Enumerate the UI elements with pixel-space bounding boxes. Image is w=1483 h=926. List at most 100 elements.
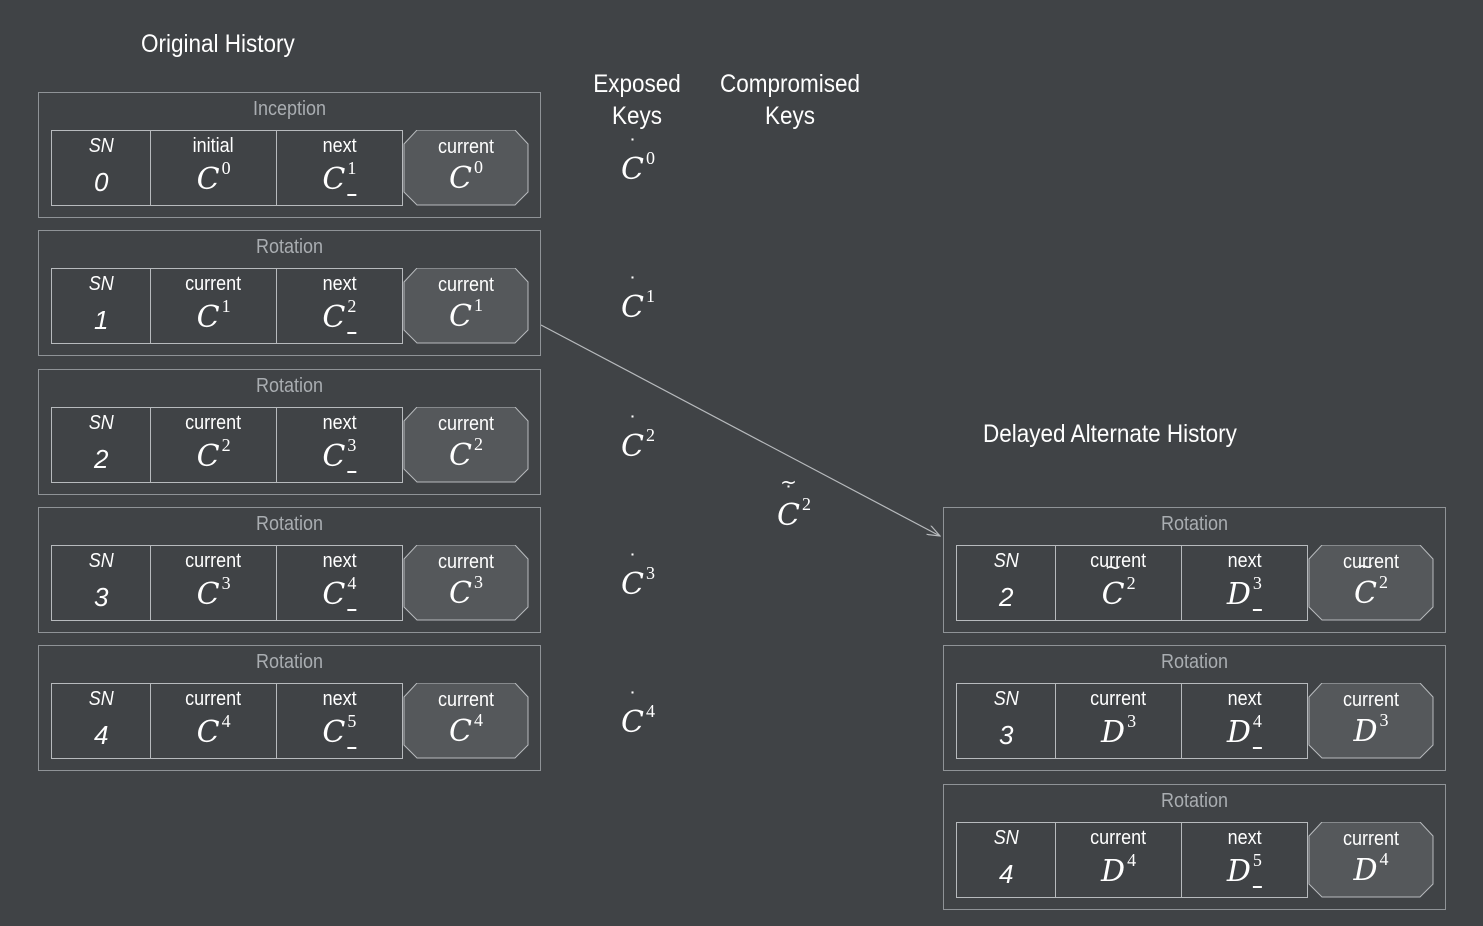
- key-base: C: [322, 715, 345, 750]
- key-base: D: [1353, 853, 1377, 888]
- current-key-label: current: [437, 689, 495, 711]
- signing-key-label: current: [1090, 826, 1147, 849]
- signing-key-label: current: [185, 411, 242, 434]
- key-letter: D: [1353, 714, 1378, 750]
- key-base: ˙C: [621, 550, 644, 602]
- key-base: C: [449, 161, 472, 196]
- next-key-label: next: [1227, 826, 1262, 849]
- key-base: ˙C: [621, 412, 644, 464]
- next-key-label: next: [1227, 550, 1262, 572]
- key-superscript: 4: [1252, 711, 1262, 732]
- key-letter: C: [449, 714, 472, 749]
- key-superscript: 1: [645, 286, 655, 307]
- key-base: C: [322, 439, 345, 474]
- key-base: ~C: [1102, 555, 1125, 612]
- key-superscript: 1: [347, 158, 357, 178]
- sn-label: SN: [88, 688, 114, 710]
- key-superscript: 4: [1379, 848, 1389, 869]
- key-letter: D: [1226, 853, 1251, 889]
- tilde-mark: ~: [1357, 554, 1374, 578]
- exposed-mark: ˙: [627, 549, 638, 574]
- sn-label: SN: [88, 273, 114, 296]
- key-superscript: 2: [1126, 573, 1136, 593]
- tilde-mark: ~: [1104, 555, 1122, 579]
- exposed-mark: ˙: [783, 482, 794, 506]
- key-superscript: 3: [1379, 710, 1389, 731]
- event-type-label: Rotation: [1160, 651, 1229, 674]
- sn-label: SN: [88, 135, 114, 157]
- current-key-label: current: [1342, 689, 1400, 712]
- compromised-keys-header: Compromised Keys: [720, 68, 860, 132]
- event-type-label: Rotation: [1160, 789, 1229, 812]
- signing-key-label: current: [185, 688, 242, 710]
- current-key-label: current: [437, 274, 495, 297]
- key-letter: C: [449, 161, 472, 196]
- key-letter: C: [322, 162, 346, 197]
- key-base: C: [449, 714, 472, 749]
- key-letter: C: [196, 576, 220, 612]
- key-superscript: 2: [1378, 572, 1388, 592]
- sn-value: 0: [93, 167, 109, 197]
- key-base: D: [1101, 854, 1125, 889]
- event-type-label: Rotation: [255, 651, 324, 673]
- key-base: C: [322, 162, 345, 197]
- sn-value: 4: [93, 720, 109, 750]
- event-type-label: Rotation: [255, 236, 324, 259]
- key-letter: D: [1101, 853, 1126, 889]
- key-base: C: [197, 715, 220, 750]
- key-letter: C: [449, 299, 472, 335]
- key-superscript: 4: [221, 711, 231, 731]
- signing-key-label: current: [185, 549, 242, 572]
- sn-label: SN: [993, 826, 1019, 849]
- key-base: C: [449, 299, 472, 334]
- key-base: ~˙C: [777, 470, 800, 533]
- key-superscript: 3: [645, 562, 655, 583]
- exposed-mark: ˙: [627, 135, 638, 159]
- sn-label: SN: [88, 411, 114, 434]
- key-letter: D: [1226, 577, 1251, 612]
- sn-value: 2: [93, 443, 109, 474]
- key-letter: D: [1101, 715, 1126, 751]
- key-letter: C: [196, 300, 220, 336]
- key-superscript: 4: [473, 710, 483, 730]
- current-key-label: current: [1342, 551, 1400, 573]
- key-superscript: 0: [473, 157, 483, 177]
- key-superscript: 2: [347, 296, 357, 317]
- sn-cell: SN 0: [52, 131, 152, 205]
